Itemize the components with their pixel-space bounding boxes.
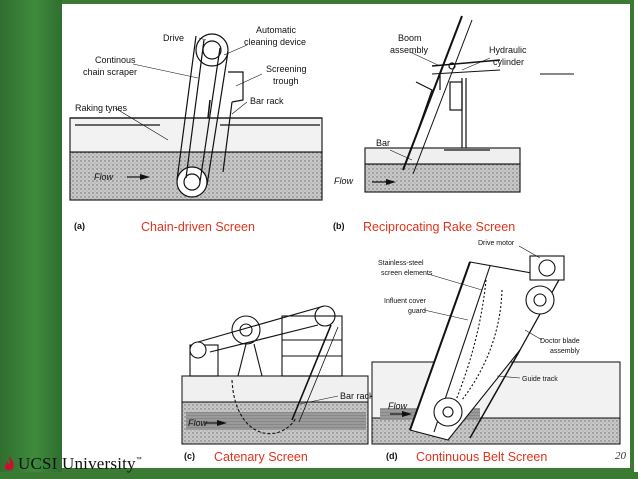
panel-a-label-flow: Flow bbox=[94, 172, 114, 182]
panel-d-flow-arrow bbox=[402, 411, 412, 417]
panel-d-label-doctor-2: assembly bbox=[550, 348, 580, 355]
panel-b-leaders bbox=[389, 51, 491, 161]
panel-a-label-cleaning-2: cleaning device bbox=[244, 37, 306, 47]
panel-a-tag: (a) bbox=[74, 221, 85, 231]
panel-c-tag: (c) bbox=[184, 451, 195, 461]
panel-d-label-doctor-1: Doctor blade bbox=[540, 338, 580, 345]
panel-a-label-trough-2: trough bbox=[273, 76, 299, 86]
panel-d-drawing bbox=[371, 255, 621, 445]
panel-a-label-trough-1: Screening bbox=[266, 64, 307, 74]
panel-a-label-rack: Bar rack bbox=[250, 96, 284, 106]
panel-c-label-rack: Bar rack bbox=[340, 391, 374, 401]
panel-d-leaders bbox=[423, 245, 543, 379]
panel-b-tag: (b) bbox=[333, 221, 345, 231]
panel-b-label-boom-1: Boom bbox=[398, 33, 422, 43]
page-number: 20 bbox=[615, 450, 626, 462]
panel-c-label-flow: Flow bbox=[188, 418, 208, 428]
panel-a-drawing bbox=[69, 33, 323, 201]
panel-d-tag: (d) bbox=[386, 451, 398, 461]
panel-d-label-steel-1: Stainless-steel bbox=[378, 260, 424, 267]
panel-b-label-boom-2: assembly bbox=[390, 45, 429, 55]
panel-b-label-cyl-2: cylinder bbox=[493, 57, 524, 67]
bottom-green-bar bbox=[0, 472, 638, 479]
trademark-mark: ™ bbox=[135, 457, 142, 463]
panel-d-label-guard-1: Influent cover bbox=[384, 298, 427, 305]
logo-text: UCSI University bbox=[18, 454, 136, 473]
panel-b-label-cyl-1: Hydraulic bbox=[489, 45, 527, 55]
panel-d-label-flow: Flow bbox=[388, 401, 408, 411]
panel-a-caption: Chain-driven Screen bbox=[141, 220, 255, 234]
panel-b-label-bar: Bar bbox=[376, 138, 390, 148]
panel-b-drawing bbox=[364, 15, 521, 193]
panel-a-label-tynes: Raking tynes bbox=[75, 103, 128, 113]
panel-a-label-cleaning-1: Automatic bbox=[256, 25, 297, 35]
panel-d-label-motor: Drive motor bbox=[478, 240, 515, 247]
panel-d-caption: Continuous Belt Screen bbox=[416, 450, 547, 464]
panel-c-leader bbox=[299, 395, 339, 405]
panel-d-label-guide: Guide track bbox=[522, 376, 558, 383]
panel-b-label-flow: Flow bbox=[334, 176, 354, 186]
panel-d-label-guard-2: guard bbox=[408, 308, 426, 315]
panel-b-flow-arrow bbox=[386, 179, 396, 185]
panel-a-label-drive: Drive bbox=[163, 33, 184, 43]
university-logo: UCSI University ™ bbox=[0, 452, 142, 476]
panel-c-flow-arrow bbox=[217, 420, 227, 426]
flame-icon bbox=[4, 456, 14, 471]
panel-a-flow-arrow bbox=[140, 174, 150, 180]
left-green-band bbox=[0, 0, 62, 479]
panel-c-caption: Catenary Screen bbox=[214, 450, 308, 464]
panel-b-caption: Reciprocating Rake Screen bbox=[363, 220, 515, 234]
panel-a-label-scraper-2: chain scraper bbox=[83, 67, 137, 77]
panel-d-label-steel-2: screen elements bbox=[381, 270, 433, 277]
panel-a-label-scraper-1: Continous bbox=[95, 55, 136, 65]
panel-a-leaders bbox=[114, 37, 263, 141]
